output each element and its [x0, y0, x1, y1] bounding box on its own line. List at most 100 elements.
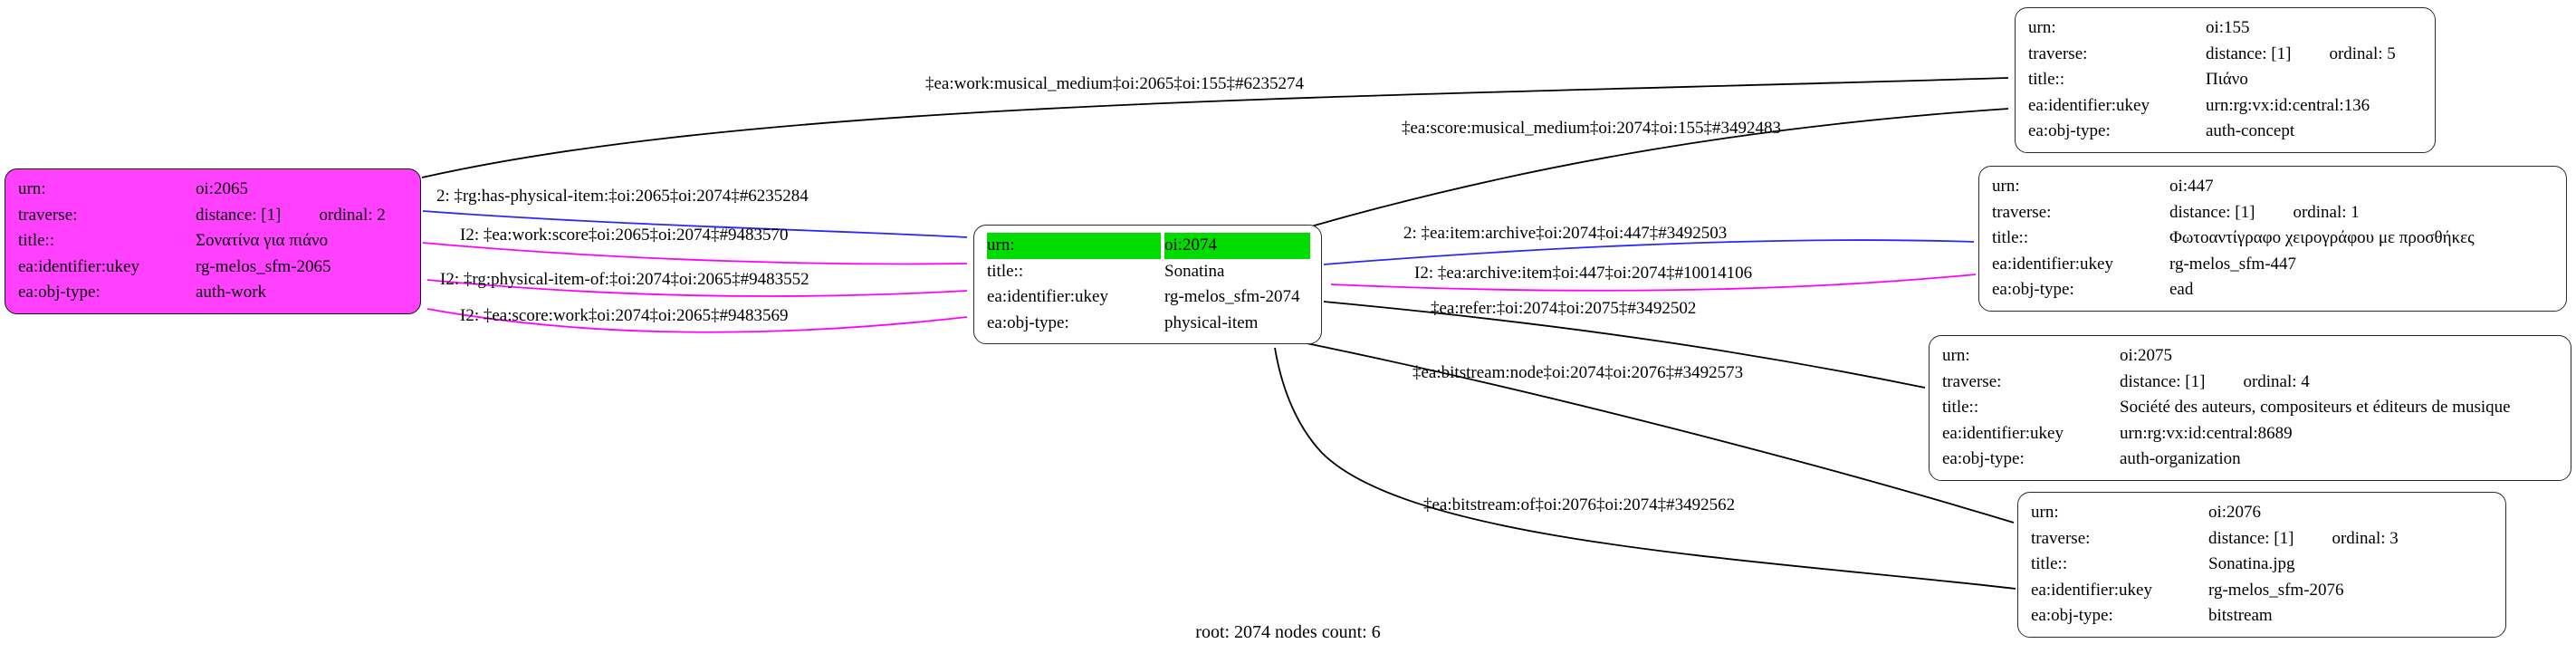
row-key: traverse:: [2031, 528, 2091, 548]
row-value: Sonatina.jpg: [2208, 554, 2295, 573]
node-row: title:: Société des auteurs, compositeur…: [1942, 395, 2560, 421]
node-oi-155[interactable]: urn: oi:155 traverse: distance: [1]ordin…: [2015, 7, 2436, 153]
edge-has-physical-item: [422, 210, 968, 238]
row-value: Société des auteurs, compositeurs et édi…: [2120, 398, 2511, 417]
row-value: oi:2074: [1164, 233, 1310, 259]
row-key: title::: [987, 261, 1024, 281]
edge-label-work-score: I2: ‡ea:work:score‡oi:2065‡oi:2074‡#9483…: [460, 226, 789, 245]
edge-physical-item-of: [426, 279, 968, 297]
node-row: traverse: distance: [1]ordinal: 2: [18, 203, 409, 229]
row-value: urn:rg:vx:id:central:8689: [2120, 423, 2293, 443]
graph-caption: root: 2074 nodes count: 6: [1195, 622, 1381, 642]
edge-bitstream-node: [1301, 341, 2015, 524]
row-key: traverse:: [1992, 202, 2052, 222]
row-value: Πιάνο: [2206, 70, 2248, 89]
row-value: oi:2065: [196, 179, 249, 198]
node-row: traverse: distance: [1]ordinal: 1: [1992, 200, 2555, 226]
node-row: ea:identifier:ukey rg-melos_sfm-2074: [987, 284, 1310, 311]
node-oi-2065[interactable]: urn: oi:2065 traverse: distance: [1]ordi…: [5, 168, 421, 314]
node-row: ea:obj-type: auth-concept: [2028, 119, 2424, 145]
row-value: distance: [1]ordinal: 4: [2120, 371, 2310, 391]
edge-item-archive: [1323, 239, 1975, 265]
row-key: ea:identifier:ukey: [2028, 95, 2150, 115]
row-key: title::: [2031, 554, 2068, 573]
edge-bitstream-of: [1274, 347, 2016, 590]
node-row: urn: oi:2065: [18, 177, 409, 203]
row-key: traverse:: [1942, 371, 2002, 391]
node-row: title:: Σονατίνα για πιάνο: [18, 228, 409, 255]
node-row: ea:obj-type: physical-item: [987, 311, 1310, 337]
row-value: Σονατίνα για πιάνο: [196, 231, 329, 250]
row-value: rg-melos_sfm-2076: [2208, 580, 2344, 600]
row-value: oi:2075: [2120, 346, 2173, 365]
edge-label-item-archive: 2: ‡ea:item:archive‡oi:2074‡oi:447‡#3492…: [1403, 224, 1728, 243]
row-key: urn:: [2031, 503, 2059, 522]
node-row: ea:obj-type: auth-organization: [1942, 447, 2560, 473]
node-row: traverse: distance: [1]ordinal: 4: [1942, 370, 2560, 396]
row-key: urn:: [18, 179, 46, 198]
node-row: urn: oi:2075: [1942, 343, 2560, 370]
row-value: auth-work: [196, 283, 267, 302]
edge-label-score-work: I2: ‡ea:score:work‡oi:2074‡oi:2065‡#9483…: [460, 306, 789, 325]
node-row: ea:obj-type: ead: [1992, 277, 2555, 303]
row-key: title::: [1992, 228, 2029, 247]
row-ordinal: ordinal: 4: [2243, 371, 2310, 391]
node-oi-2075[interactable]: urn: oi:2075 traverse: distance: [1]ordi…: [1929, 335, 2571, 481]
row-value: auth-organization: [2120, 449, 2241, 468]
row-value: rg-melos_sfm-2074: [1164, 287, 1300, 306]
row-value: oi:155: [2206, 18, 2250, 37]
row-key: urn:: [987, 233, 1161, 259]
row-value: Φωτοαντίγραφο χειρογράφου με προσθήκες: [2169, 228, 2475, 247]
node-row: ea:identifier:ukey urn:rg:vx:id:central:…: [1942, 421, 2560, 447]
row-value: rg-melos_sfm-2065: [196, 256, 331, 276]
row-key: traverse:: [2028, 43, 2088, 63]
edge-work-musical-medium: [421, 77, 2009, 178]
edge-label-bitstream-of: ‡ea:bitstream:of‡oi:2076‡oi:2074‡#349256…: [1423, 495, 1736, 514]
row-ordinal: ordinal: 5: [2329, 43, 2396, 63]
row-key: traverse:: [18, 205, 78, 225]
row-value: distance: [1]ordinal: 2: [196, 205, 386, 225]
row-key: ea:obj-type:: [1992, 280, 2074, 299]
node-row: urn: oi:155: [2028, 15, 2424, 42]
row-key: ea:identifier:ukey: [1942, 423, 2064, 443]
row-value: Sonatina: [1164, 261, 1225, 281]
node-oi-447[interactable]: urn: oi:447 traverse: distance: [1]ordin…: [1978, 166, 2567, 312]
edge-work-score: [422, 242, 968, 265]
row-key: ea:obj-type:: [987, 312, 1069, 332]
node-oi-2074[interactable]: urn: oi:2074 title:: Sonatina ea:identif…: [973, 225, 1322, 344]
row-value: physical-item: [1164, 312, 1259, 332]
node-row: ea:obj-type: bitstream: [2031, 603, 2495, 629]
row-key: ea:obj-type:: [2028, 121, 2111, 140]
node-row: ea:identifier:ukey rg-melos_sfm-447: [1992, 252, 2555, 278]
row-key: urn:: [1942, 346, 1970, 365]
edge-score-work: [426, 308, 968, 333]
row-key: ea:identifier:ukey: [987, 287, 1108, 306]
row-key: ea:obj-type:: [1942, 449, 2025, 468]
node-row: title:: Φωτοαντίγραφο χειρογράφου με προ…: [1992, 226, 2555, 252]
row-value: urn:rg:vx:id:central:136: [2206, 95, 2370, 115]
row-value: distance: [1]ordinal: 3: [2208, 528, 2399, 548]
row-ordinal: ordinal: 1: [2293, 202, 2360, 222]
row-key: title::: [18, 231, 55, 250]
row-key: title::: [1942, 398, 1979, 417]
node-row: ea:identifier:ukey rg-melos_sfm-2076: [2031, 578, 2495, 604]
node-oi-2076[interactable]: urn: oi:2076 traverse: distance: [1]ordi…: [2017, 492, 2506, 638]
row-value: oi:447: [2169, 177, 2214, 196]
row-key: title::: [2028, 70, 2065, 89]
node-row: traverse: distance: [1]ordinal: 5: [2028, 42, 2424, 68]
row-key: ea:identifier:ukey: [2031, 580, 2152, 600]
node-row: ea:obj-type: auth-work: [18, 280, 409, 306]
row-value: distance: [1]ordinal: 5: [2206, 43, 2396, 63]
node-row: ea:identifier:ukey rg-melos_sfm-2065: [18, 255, 409, 281]
node-row: title:: Sonatina.jpg: [2031, 552, 2495, 578]
node-row-highlighted: urn: oi:2074: [987, 233, 1310, 259]
edge-label-has-physical-item: 2: ‡rg:has-physical-item:‡oi:2065‡oi:207…: [436, 187, 809, 206]
row-key: ea:identifier:ukey: [1992, 254, 2113, 274]
row-key: ea:obj-type:: [2031, 606, 2113, 625]
node-row: traverse: distance: [1]ordinal: 3: [2031, 526, 2495, 552]
row-key: urn:: [2028, 18, 2056, 37]
edge-label-physical-item-of: I2: ‡rg:physical-item-of:‡oi:2074‡oi:206…: [440, 270, 809, 289]
edge-label-refer: ‡ea:refer:‡oi:2074‡oi:2075‡#3492502: [1431, 299, 1697, 318]
edge-refer: [1323, 301, 1926, 389]
